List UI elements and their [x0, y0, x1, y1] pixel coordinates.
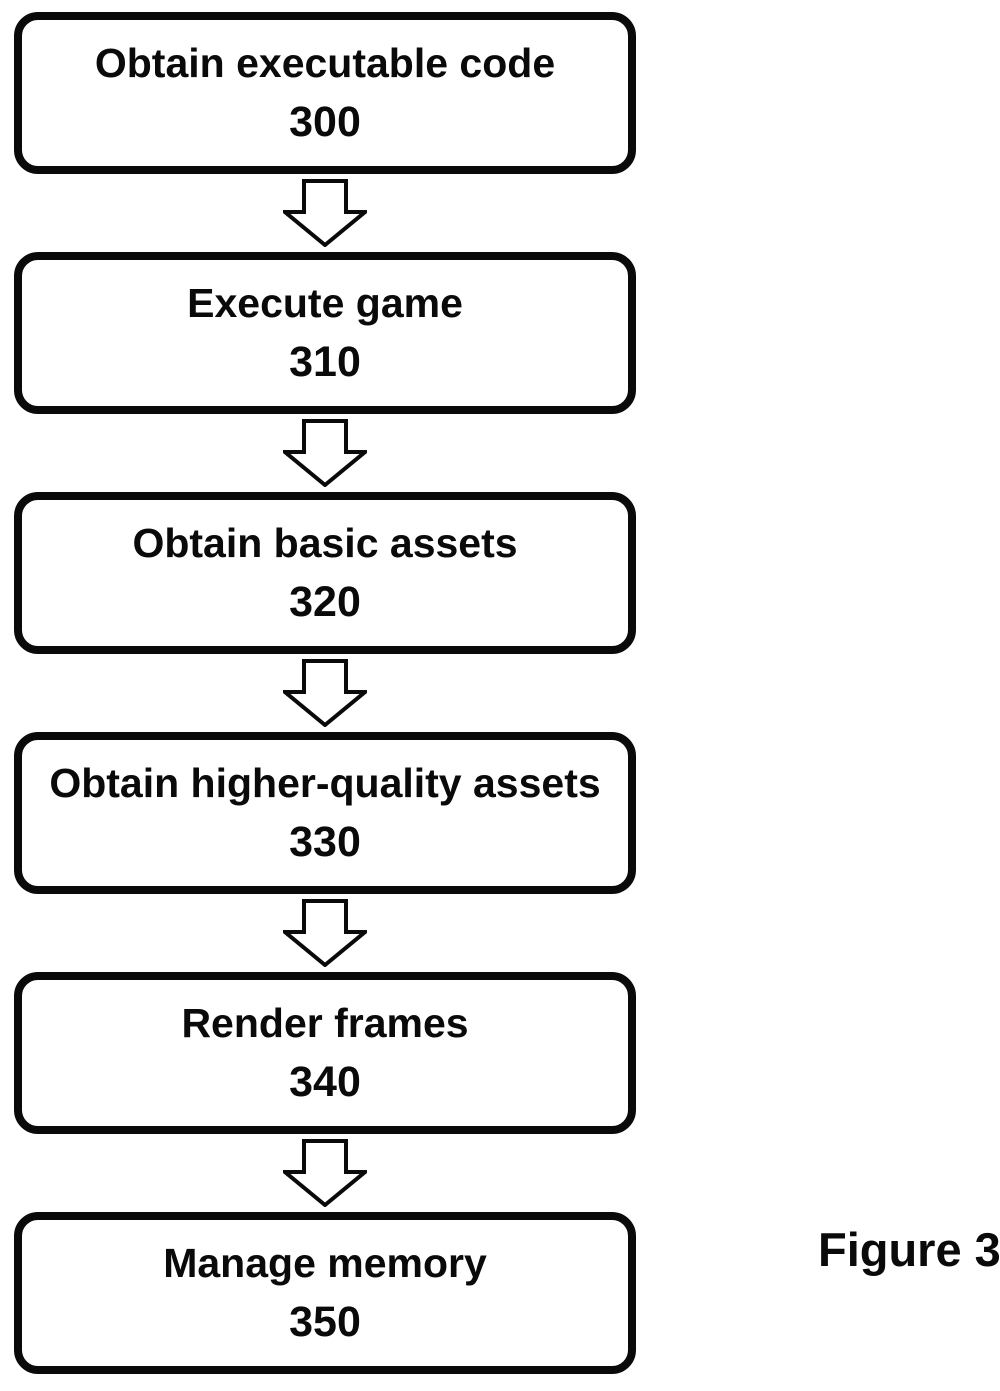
flow-connector	[283, 174, 367, 252]
flow-connector	[283, 1134, 367, 1212]
figure-label: Figure 3	[818, 1223, 1000, 1276]
down-arrow-icon	[283, 419, 367, 487]
flow-step-label: Obtain basic assets	[132, 519, 518, 566]
down-arrow-icon	[283, 1139, 367, 1207]
flow-step-label: Obtain executable code	[94, 39, 556, 86]
down-arrow-icon	[283, 179, 367, 247]
down-arrow-icon	[283, 659, 367, 727]
flow-step-number: 320	[289, 578, 361, 627]
flow-step-box: Obtain basic assets 320	[14, 492, 636, 654]
flow-step-label: Execute game	[187, 279, 463, 326]
flow-step-number: 330	[289, 818, 361, 867]
flow-step-box: Obtain higher-quality assets 330	[14, 732, 636, 894]
flow-connector	[283, 894, 367, 972]
flow-connector	[283, 654, 367, 732]
flow-step-number: 350	[289, 1298, 361, 1347]
flow-step-box: Obtain executable code 300	[14, 12, 636, 174]
flow-step-box: Execute game 310	[14, 252, 636, 414]
flow-step-label: Render frames	[181, 999, 469, 1046]
down-arrow-icon	[283, 899, 367, 967]
flowchart: Obtain executable code 300 Execute game …	[14, 12, 636, 1374]
flow-step-number: 340	[289, 1058, 361, 1107]
flow-step-number: 300	[289, 98, 361, 147]
flow-connector	[283, 414, 367, 492]
flow-step-label: Manage memory	[163, 1239, 487, 1286]
flow-step-box: Render frames 340	[14, 972, 636, 1134]
flow-step-box: Manage memory 350	[14, 1212, 636, 1374]
flow-step-label: Obtain higher-quality assets	[49, 759, 601, 806]
flow-step-number: 310	[289, 338, 361, 387]
